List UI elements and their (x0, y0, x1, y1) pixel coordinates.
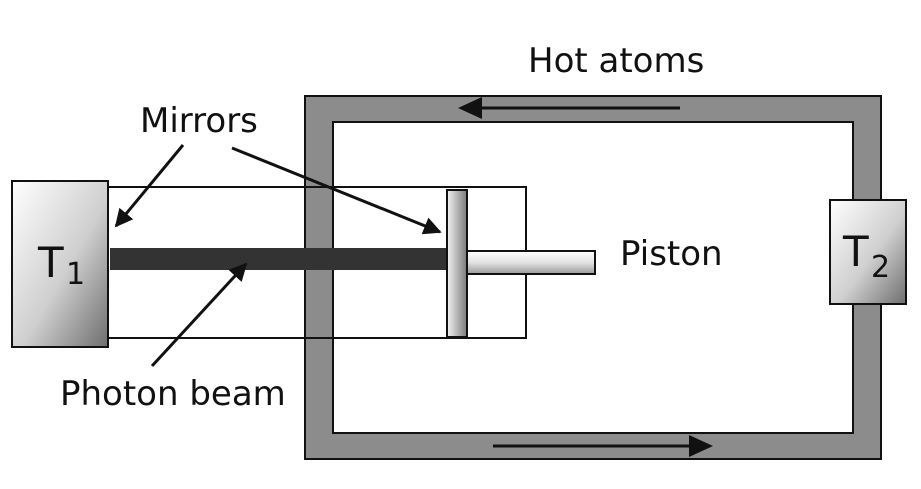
photon-beam-arrow (150, 262, 248, 368)
reservoir-t1-symbol: T (37, 238, 64, 287)
flow-arrow-bottom (493, 435, 713, 457)
photon-beam-label: Photon beam (60, 374, 286, 414)
reservoir-t1 (11, 180, 109, 348)
hot-atoms-loop (304, 95, 882, 460)
mirrors-label: Mirrors (140, 101, 258, 141)
hot-atoms-label: Hot atoms (528, 41, 704, 81)
piston-label: Piston (620, 234, 723, 274)
reservoir-t1-subscript: 1 (66, 257, 85, 292)
flow-arrow-top (458, 97, 680, 119)
reservoir-t2 (829, 199, 907, 305)
mirrors-arrow-left (114, 144, 185, 228)
mirrors-arrow-right (231, 146, 442, 235)
reservoir-t2-symbol: T (842, 227, 869, 276)
piston-mirror (446, 189, 468, 338)
photon-beam-bar (110, 248, 447, 270)
reservoir-t2-subscript: 2 (871, 250, 890, 285)
piston-rod (466, 250, 596, 275)
